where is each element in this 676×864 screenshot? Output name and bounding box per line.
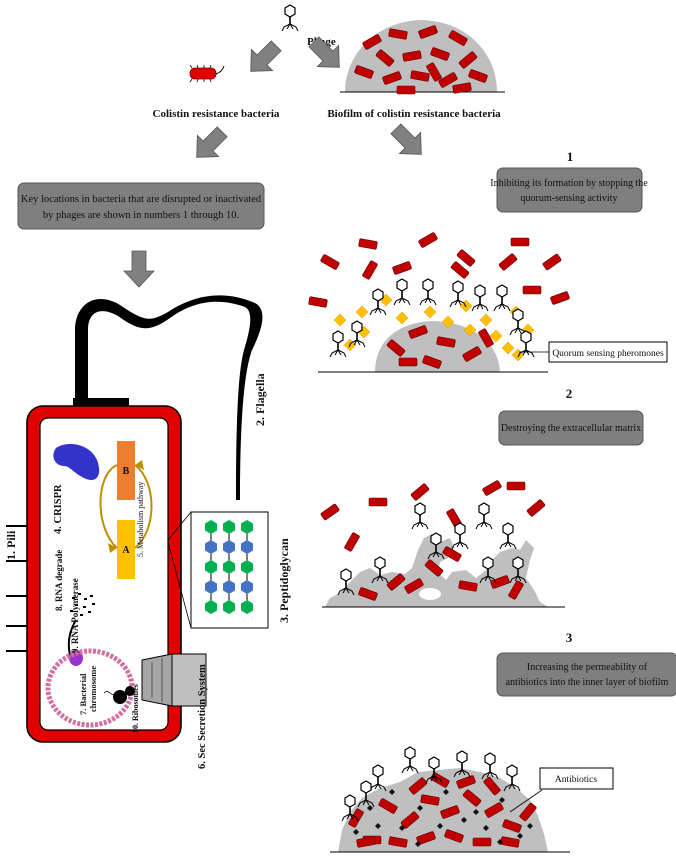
crispr-protein xyxy=(53,444,100,480)
bacterium xyxy=(398,357,418,367)
phage xyxy=(419,278,437,306)
scene-matrix-destroyed xyxy=(320,479,565,608)
arrow-to-step1 xyxy=(384,117,433,166)
arrow-to-cell xyxy=(123,250,155,288)
bacterial-cell: B A xyxy=(6,295,269,743)
flagella-label: 2. Flagella xyxy=(253,373,267,426)
phage xyxy=(449,280,467,308)
step-1-line2: quorum-sensing activity xyxy=(521,193,618,204)
phage xyxy=(401,746,419,774)
phage xyxy=(493,284,511,312)
step-1-line1: Inhibiting its formation by stopping the xyxy=(490,178,648,189)
bacterium xyxy=(542,253,562,271)
key-locations-box xyxy=(17,182,265,230)
chromosome-label-2: chromosome xyxy=(88,666,98,712)
bacterium xyxy=(522,285,542,295)
antibiotics-callout-label: Antibiotics xyxy=(555,775,598,785)
bacterium xyxy=(410,482,430,502)
bacterium xyxy=(510,237,530,247)
phage xyxy=(475,502,493,530)
ribosomes xyxy=(103,686,135,704)
peptidoglycan-inset xyxy=(167,511,269,629)
pili xyxy=(6,525,27,652)
scene-antibiotics xyxy=(330,746,570,853)
phage xyxy=(509,308,527,336)
sec-secretion-system xyxy=(141,653,207,707)
step-2-number: 2 xyxy=(566,386,573,401)
quorum-pheromone xyxy=(355,305,369,319)
quorum-pheromone xyxy=(333,313,347,327)
bacterium xyxy=(361,259,379,281)
quorum-pheromone xyxy=(395,311,409,325)
bacterium xyxy=(358,238,378,250)
bacterium xyxy=(472,837,492,847)
step-2-box xyxy=(498,410,644,446)
key-locations-line1: Key locations in bacteria that are disru… xyxy=(21,194,262,205)
bacterium xyxy=(308,296,328,308)
quorum-callout-label: Quorum sensing pheromones xyxy=(552,349,664,359)
pili-label: 1. Pili xyxy=(4,530,18,560)
metabolism-label: 5. Metabolism pathway xyxy=(136,482,145,557)
bacterium xyxy=(396,85,416,95)
quorum-pheromone xyxy=(423,305,437,319)
bacterium xyxy=(498,252,518,272)
phage-icon xyxy=(281,4,299,32)
step-3-number: 3 xyxy=(566,630,573,645)
phage xyxy=(329,330,347,358)
node-b-label: B xyxy=(123,466,130,477)
arrow-to-key-box xyxy=(185,120,234,169)
bacterium xyxy=(549,290,571,306)
bacterium xyxy=(417,231,439,249)
phage xyxy=(393,278,411,306)
quorum-callout-box xyxy=(548,341,668,363)
bacterium xyxy=(526,498,546,518)
node-a-label: A xyxy=(122,545,130,556)
top-biofilm xyxy=(340,20,505,95)
bacterium xyxy=(343,531,361,553)
key-locations-line2: by phages are shown in numbers 1 through… xyxy=(43,210,239,221)
step-3-box xyxy=(496,652,676,697)
quorum-pheromone xyxy=(501,341,515,355)
phage xyxy=(369,764,387,792)
arrow-phage-left xyxy=(239,34,288,83)
bacterium xyxy=(368,497,388,507)
crispr-label: 4. CRISPR xyxy=(53,484,64,534)
phage xyxy=(499,522,517,550)
colistin-bacterium-icon xyxy=(189,64,225,83)
metabolism-node-a xyxy=(117,520,135,579)
biofilm-label: Biofilm of colistin resistance bacteria xyxy=(327,108,501,120)
bacterium xyxy=(319,253,341,271)
phage xyxy=(517,330,535,358)
rna-fragments xyxy=(70,593,95,616)
quorum-pheromone xyxy=(479,313,493,327)
antibiotics-callout-box xyxy=(539,767,614,790)
step-3-line1: Increasing the permeability of xyxy=(527,662,648,673)
scene-quorum xyxy=(308,231,571,373)
step-1-number: 1 xyxy=(567,149,574,164)
bacterium xyxy=(320,503,340,521)
ribosomes-label: 10. Ribosomes xyxy=(131,684,140,733)
antibiotics-callout-line xyxy=(509,789,543,813)
quorum-pheromone xyxy=(511,348,525,362)
phage xyxy=(411,502,429,530)
phage xyxy=(471,284,489,312)
peptidoglycan-label: 3. Peptidoglycan xyxy=(277,538,291,623)
step-3-line2: antibiotics into the inner layer of biof… xyxy=(506,677,669,688)
rna-degrade-label: 8. RNA degrade xyxy=(54,550,64,611)
step-2-line1: Destroying the extracellular matrix xyxy=(501,423,641,434)
bacterium xyxy=(481,479,503,497)
metabolism-node-b xyxy=(117,441,135,500)
chromosome-label-1: 7. Bacterial xyxy=(78,673,88,715)
bacterium xyxy=(391,260,413,276)
colistin-label: Colistin resistance bacteria xyxy=(153,108,280,120)
rna-polymerase-label: 9. RNA Polymerase xyxy=(70,578,80,653)
bacterium xyxy=(506,481,526,491)
step-1-box xyxy=(496,167,643,213)
sec-secretion-label: 6. Sec Secretion System xyxy=(197,664,208,769)
